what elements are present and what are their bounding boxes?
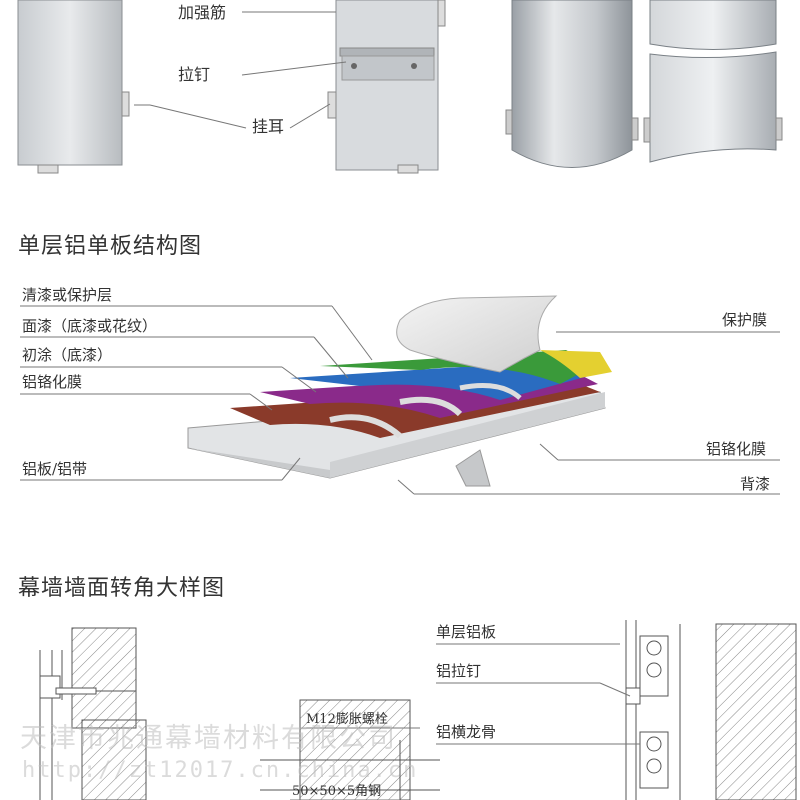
layer-diagram [187, 295, 612, 487]
curved-panel-double [643, 0, 783, 163]
label-hanger: 挂耳 [252, 117, 285, 136]
corner-detail-center [260, 699, 440, 800]
label-stiffener: 加强筋 [178, 3, 227, 22]
label-angle-steel: 50×50×5角钢 [292, 784, 382, 799]
protective-film [396, 295, 558, 373]
label-back-paint: 背漆 [740, 475, 771, 493]
label-topcoat: 面漆（底漆或花纹） [22, 317, 158, 335]
corner-detail-left [39, 627, 147, 800]
label-clearcoat: 清漆或保护层 [22, 286, 113, 304]
label-expansion-bolt: M12膨胀螺栓 [306, 712, 388, 727]
label-protective-film: 保护膜 [722, 311, 768, 329]
layer-section-heading: 单层铝单板结构图 [18, 234, 203, 259]
layer-yellow [540, 350, 612, 378]
label-chromate-front: 铝铬化膜 [22, 373, 83, 391]
label-alu-purlin: 铝横龙骨 [436, 723, 497, 741]
layer-clearcoat [320, 350, 594, 384]
curved-panel-single [505, 0, 639, 168]
label-chromate-back: 铝铬化膜 [706, 440, 767, 458]
corner-section-heading: 幕墙墙面转角大样图 [18, 576, 226, 601]
label-alu-rivet: 铝拉钉 [436, 662, 482, 680]
corner-detail-right [625, 620, 797, 800]
watermark-company: 天津市兆通幕墙材料有限公司 [20, 723, 397, 754]
flat-panel [17, 0, 130, 174]
label-rivet: 拉钉 [178, 65, 211, 84]
label-aluminum-sheet: 铝板/铝带 [22, 460, 88, 478]
watermark-url: http://zt12017.cn.china.cn [22, 758, 419, 783]
panel-back [327, 0, 446, 174]
label-single-panel: 单层铝板 [436, 623, 497, 641]
label-primer: 初涂（底漆） [22, 346, 113, 364]
